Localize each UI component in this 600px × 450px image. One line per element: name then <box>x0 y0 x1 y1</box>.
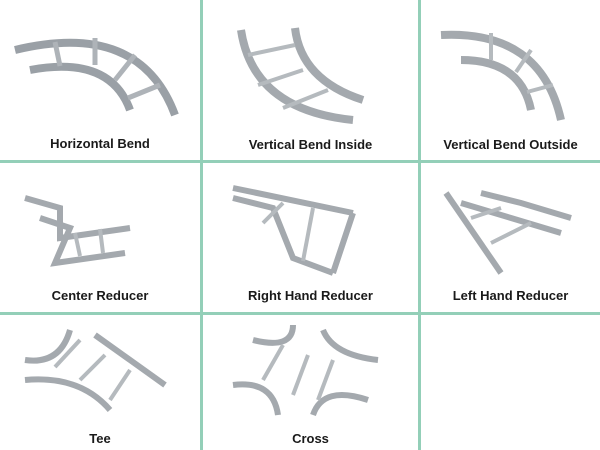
item-label: Cross <box>292 431 329 446</box>
item-label: Center Reducer <box>51 288 149 303</box>
grid-divider <box>0 160 600 163</box>
horizontal-bend-image <box>14 38 179 117</box>
empty-cell <box>421 315 600 450</box>
item-center-reducer: Center Reducer <box>0 163 200 312</box>
cross-image <box>232 324 379 417</box>
item-label: Right Hand Reducer <box>248 288 373 303</box>
grid-divider <box>200 0 203 450</box>
grid-divider <box>0 312 600 315</box>
item-label: Horizontal Bend <box>50 136 150 151</box>
item-label: Vertical Bend Inside <box>248 137 373 152</box>
item-tee: Tee <box>0 315 200 450</box>
center-reducer-image <box>24 195 131 267</box>
item-label: Vertical Bend Outside <box>443 137 578 152</box>
tee-image <box>24 329 167 412</box>
left-hand-reducer-image <box>443 190 572 275</box>
item-vertical-bend-outside: Vertical Bend Outside <box>421 0 600 160</box>
item-vertical-bend-inside: Vertical Bend Inside <box>203 0 418 160</box>
item-left-hand-reducer: Left Hand Reducer <box>421 163 600 312</box>
grid-divider <box>418 0 421 450</box>
right-hand-reducer-image <box>232 185 356 276</box>
vertical-bend-inside-image <box>237 27 365 124</box>
item-horizontal-bend: Horizontal Bend <box>0 0 200 160</box>
vertical-bend-outside-image <box>440 30 565 121</box>
item-right-hand-reducer: Right Hand Reducer <box>203 163 418 312</box>
item-label: Left Hand Reducer <box>452 288 569 303</box>
item-cross: Cross <box>203 315 418 450</box>
item-label: Tee <box>89 431 111 446</box>
